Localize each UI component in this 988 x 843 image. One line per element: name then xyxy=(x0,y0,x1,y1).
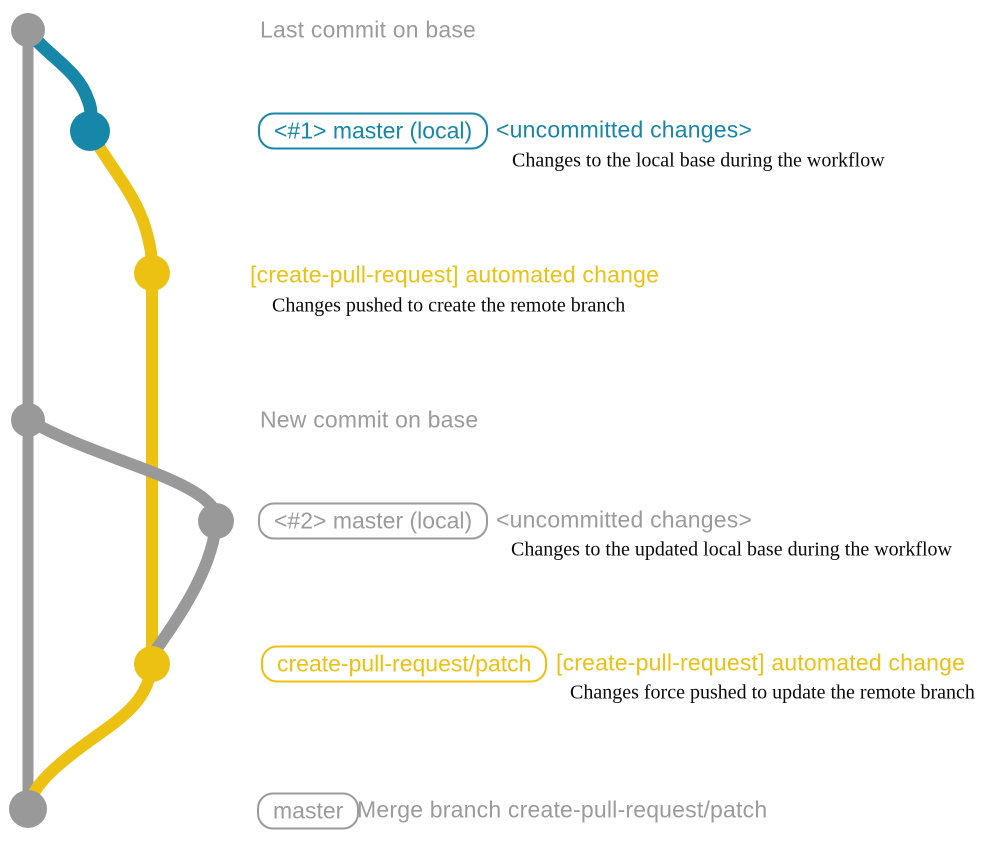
commit-title-uncommitted-changes-2: <uncommitted changes> xyxy=(496,506,753,533)
commit-title-automated-change-2: [create-pull-request] automated change xyxy=(556,649,966,676)
branch-badge-master-label: master xyxy=(257,792,360,830)
master-local-branch-line-2 xyxy=(22,414,222,527)
commit-desc-automated-change-1: Changes pushed to create the remote bran… xyxy=(272,294,626,317)
commit-title-automated-change-1: [create-pull-request] automated change xyxy=(250,261,660,288)
commit-dot-uncommitted-changes-1 xyxy=(70,111,110,151)
commit-dot-merge-commit xyxy=(9,790,47,828)
annotation-merge-branch: Merge branch create-pull-request/patch xyxy=(357,796,768,823)
branch-badge-master-local-2: <#2> master (local) xyxy=(258,502,489,540)
branch-badge-master: master xyxy=(257,792,360,830)
commit-desc-uncommitted-changes-1: Changes to the local base during the wor… xyxy=(512,149,885,172)
branch-badge-patch: create-pull-request/patch xyxy=(261,645,548,683)
branch-badge-master-local-2-label: <#2> master (local) xyxy=(258,502,489,540)
branch-badge-patch-label: create-pull-request/patch xyxy=(261,645,548,683)
annotation-last-commit-on-base: Last commit on base xyxy=(260,16,477,43)
commit-dot-uncommitted-changes-2 xyxy=(198,503,234,539)
commit-dot-new-commit-on-base xyxy=(11,403,45,437)
commit-dot-last-commit-on-base xyxy=(11,13,45,47)
branch-badge-master-local-1: <#1> master (local) xyxy=(258,112,489,150)
patch-branch-line-upper xyxy=(84,125,158,670)
commit-dot-automated-change-1 xyxy=(134,255,170,291)
commit-title-uncommitted-changes-1: <uncommitted changes> xyxy=(496,116,753,143)
commit-desc-automated-change-2: Changes force pushed to update the remot… xyxy=(570,681,975,704)
patch-branch-merge-line xyxy=(22,658,158,812)
rebase-branch-line xyxy=(149,515,222,657)
commit-dot-automated-change-2 xyxy=(134,646,170,682)
annotation-new-commit-on-base: New commit on base xyxy=(260,406,479,433)
branch-badge-master-local-1-label: <#1> master (local) xyxy=(258,112,489,150)
commit-desc-uncommitted-changes-2: Changes to the updated local base during… xyxy=(511,538,952,561)
